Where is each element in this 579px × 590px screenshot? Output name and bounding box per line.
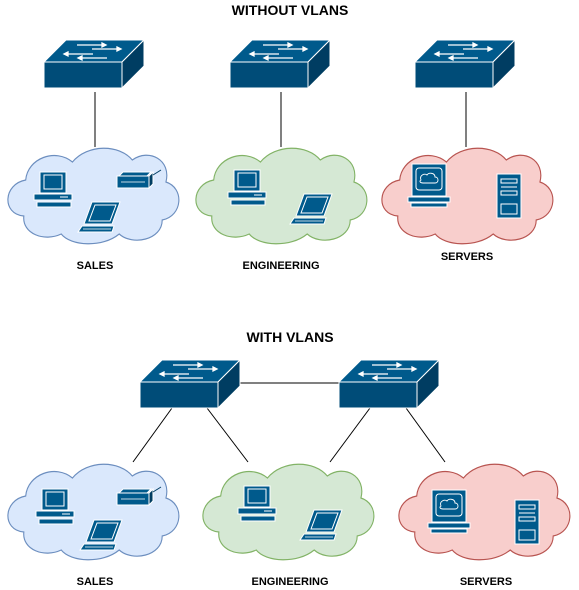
engineering-cloud-top [195,147,368,245]
label-sales-top: SALES [77,260,114,272]
title-with-vlans: WITH VLANS [246,329,333,345]
server-tower-icon [496,173,522,219]
label-servers-bottom: SERVERS [460,576,512,588]
servers-cloud-top [381,147,554,245]
label-servers-top: SERVERS [441,251,493,263]
label-engineering-top: ENGINEERING [242,260,319,272]
label-engineering-bottom: ENGINEERING [251,576,328,588]
monitor-icon [427,489,471,534]
servers-cloud-bottom [398,463,571,561]
network-switch-icon [139,359,241,409]
link-left-switch-engineering [206,407,249,463]
cloud-icon [398,463,571,561]
cloud-icon [195,147,368,245]
engineering-cloud-bottom [202,463,375,561]
monitor-icon [407,163,451,208]
desktop-computer-icon [237,485,277,522]
cloud-icon [381,147,554,245]
desktop-computer-icon [33,171,73,208]
network-switch-icon [229,39,331,89]
network-switch-icon [414,39,516,89]
server-tower-icon [514,499,540,545]
cloud-icon [202,463,375,561]
label-sales-bottom: SALES [77,576,114,588]
link-right-switch-engineering [329,407,371,463]
desktop-computer-icon [227,169,267,206]
link-right-switch-servers [405,407,446,463]
network-switch-icon [338,359,440,409]
link-left-switch-sales [132,407,173,463]
network-switch-icon [43,39,145,89]
desktop-computer-icon [35,488,75,525]
title-without-vlans: WITHOUT VLANS [232,2,349,18]
